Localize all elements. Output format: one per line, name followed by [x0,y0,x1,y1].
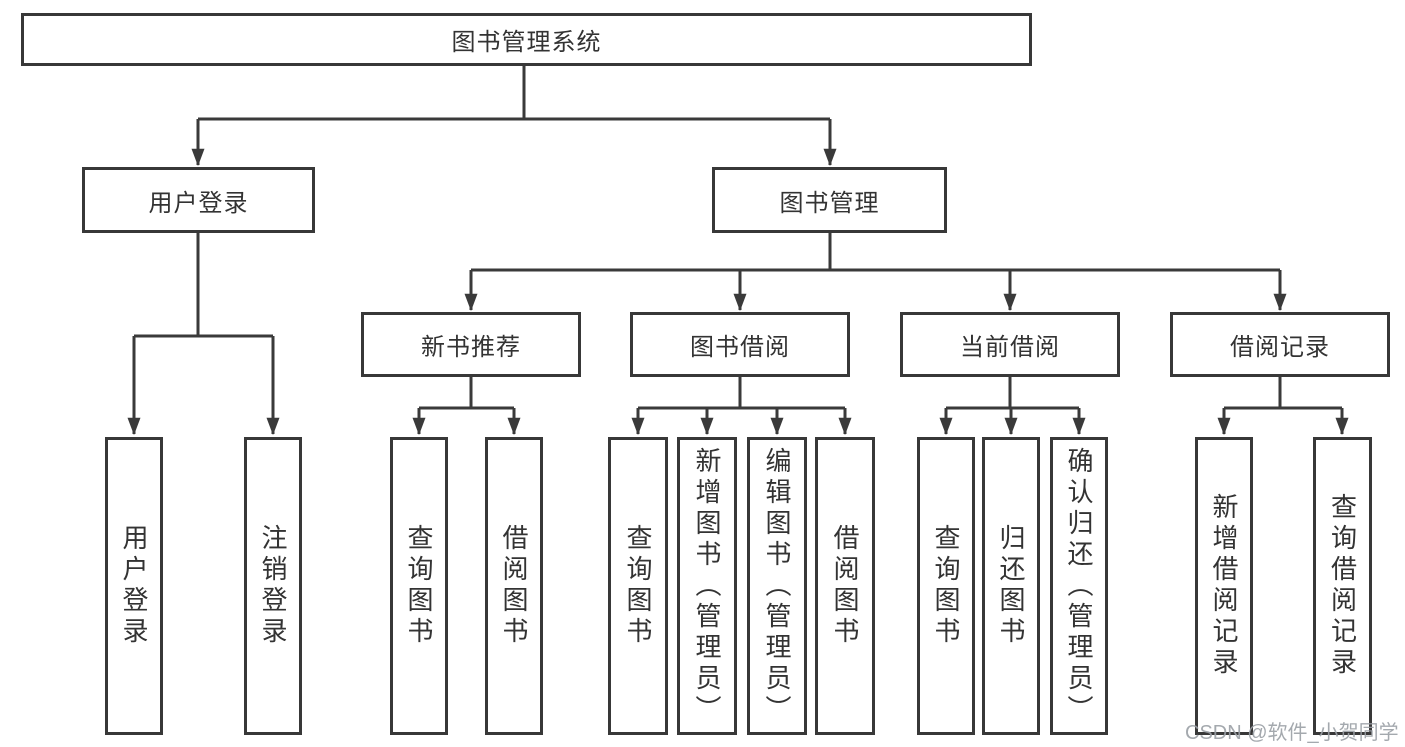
node-new-book-recommend: 新书推荐 [361,312,581,377]
csdn-watermark: CSDN @软件_小贺同学 [1185,722,1399,744]
node-user-login: 用户登录 [82,167,315,233]
node-book-management: 图书管理 [712,167,947,233]
leaf-query-books-borrow: 查询图书 [608,437,668,735]
leaf-add-borrow-record: 新增借阅记录 [1195,437,1253,735]
leaf-edit-book-admin: 编辑图书（管理员） [747,437,807,735]
leaf-confirm-return-admin: 确认归还（管理员） [1050,437,1108,735]
leaf-query-borrow-record: 查询借阅记录 [1313,437,1372,735]
leaf-borrow-books: 借阅图书 [815,437,875,735]
node-borrow-records: 借阅记录 [1170,312,1390,377]
leaf-borrow-books-recommend: 借阅图书 [485,437,543,735]
node-library-management-system: 图书管理系统 [21,13,1032,66]
leaf-query-books-recommend: 查询图书 [390,437,448,735]
leaf-logout: 注销登录 [244,437,302,735]
leaf-add-book-admin: 新增图书（管理员） [677,437,737,735]
leaf-query-books-current: 查询图书 [917,437,975,735]
node-book-borrow: 图书借阅 [630,312,850,377]
node-current-borrow: 当前借阅 [900,312,1120,377]
leaf-return-book: 归还图书 [982,437,1040,735]
leaf-user-login: 用户登录 [105,437,163,735]
